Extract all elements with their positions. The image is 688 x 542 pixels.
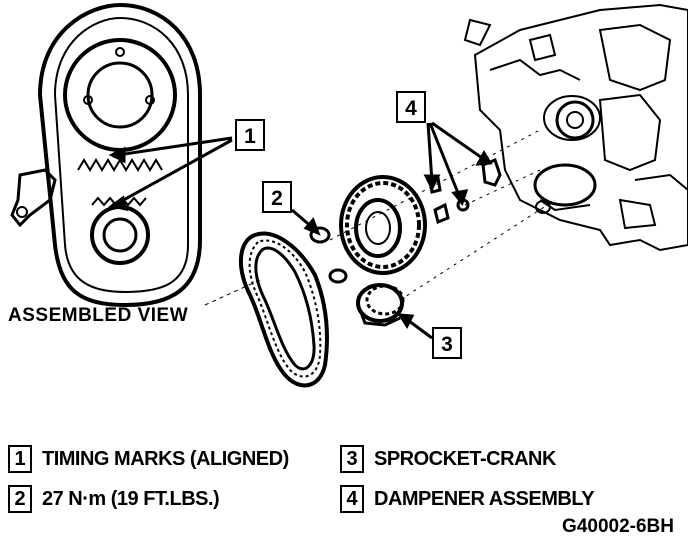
legend-number-1: 1 [8, 445, 32, 473]
legend-number-4: 4 [340, 485, 364, 513]
callout-3: 3 [432, 327, 462, 359]
legend-text-2: 27 N·m (19 FT.LBS.) [42, 487, 220, 510]
figure-code: G40002-6BH [562, 516, 674, 537]
callout-2: 2 [262, 181, 292, 213]
svg-text:1: 1 [244, 125, 256, 148]
alignment-lines [329, 129, 556, 301]
callout-1-leaders [108, 136, 233, 211]
legend: 1 TIMING MARKS (ALIGNED) 2 27 N·m (19 FT… [8, 438, 680, 542]
assembled-view-label: ASSEMBLED VIEW [8, 305, 189, 326]
svg-text:3: 3 [441, 333, 453, 356]
legend-text-1: TIMING MARKS (ALIGNED) [42, 447, 289, 470]
timing-chain [238, 231, 329, 388]
crank-sprocket [356, 283, 405, 327]
engine-block [463, 3, 688, 252]
callout-4: 4 [396, 91, 426, 123]
legend-item-2: 2 27 N·m (19 FT.LBS.) [8, 482, 220, 516]
legend-text-3: SPROCKET-CRANK [374, 447, 556, 470]
legend-item-3: 3 SPROCKET-CRANK [340, 442, 556, 476]
legend-item-1: 1 TIMING MARKS (ALIGNED) [8, 442, 289, 476]
assembled-view [10, 2, 261, 308]
svg-text:2: 2 [271, 187, 283, 210]
cam-sprocket [339, 175, 427, 275]
legend-number-2: 2 [8, 485, 32, 513]
legend-item-4: 4 DAMPENER ASSEMBLY [340, 482, 595, 516]
callout-3-leader [397, 313, 433, 340]
legend-text-4: DAMPENER ASSEMBLY [374, 487, 595, 510]
callout-2-leader [291, 208, 321, 236]
callout-1: 1 [235, 119, 265, 151]
legend-number-3: 3 [340, 445, 364, 473]
svg-text:4: 4 [405, 97, 417, 120]
